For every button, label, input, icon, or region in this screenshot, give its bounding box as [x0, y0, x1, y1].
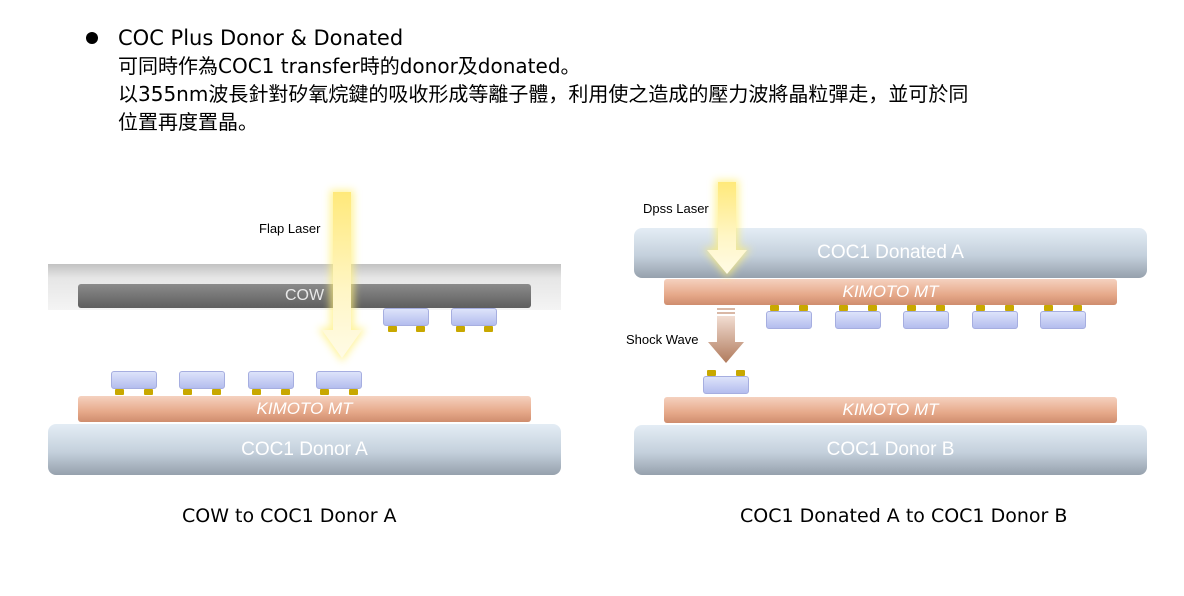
slide-title: COC Plus Donor & Donated: [118, 26, 404, 50]
kimoto-label-right-bottom: KIMOTO MT: [842, 400, 939, 419]
shock-wave-label: Shock Wave: [626, 332, 699, 347]
hanging-chip-4-pad-left: [976, 305, 985, 311]
cow-chip-1-pad-right: [416, 326, 425, 332]
dpss-laser-arrow-icon: [703, 180, 751, 278]
shock-wave-arrow-icon: [708, 308, 744, 363]
transferred-chip-4-pad-left: [320, 389, 329, 395]
transferred-chip-2: [179, 371, 225, 389]
hanging-chip-1-pad-right: [799, 305, 808, 311]
hanging-chip-3-pad-right: [936, 305, 945, 311]
cow-chip-1-pad-left: [388, 326, 397, 332]
hanging-chip-5-pad-right: [1073, 305, 1082, 311]
coc1-donor-a: COC1 Donor A: [48, 424, 561, 475]
donor-b-label: COC1 Donor B: [826, 439, 955, 460]
ejected-chip-pad-right: [736, 370, 745, 376]
cow-chip-2-pad-left: [456, 326, 465, 332]
hanging-chip-3: [903, 311, 949, 329]
transferred-chip-4: [316, 371, 362, 389]
cow-chip-2: [451, 308, 497, 326]
flap-laser-label: Flap Laser: [259, 221, 321, 236]
bullet-icon: [86, 32, 98, 44]
transferred-chip-2-pad-right: [212, 389, 221, 395]
hanging-chip-1-pad-left: [770, 305, 779, 311]
cow-chip-1: [383, 308, 429, 326]
kimoto-mt-layer-right-top: KIMOTO MT: [664, 279, 1117, 305]
hanging-chip-4-pad-right: [1005, 305, 1014, 311]
hanging-chip-5: [1040, 311, 1086, 329]
description-line-3: 位置再度置晶。: [118, 110, 258, 134]
kimoto-label-left: KIMOTO MT: [256, 399, 353, 418]
description-line-1: 可同時作為COC1 transfer時的donor及donated。: [118, 54, 581, 78]
transferred-chip-1: [111, 371, 157, 389]
transferred-chip-3: [248, 371, 294, 389]
donor-a-label: COC1 Donor A: [241, 438, 368, 460]
transferred-chip-1-pad-left: [115, 389, 124, 395]
cow-wafer: COW: [78, 284, 531, 308]
hanging-chip-1: [766, 311, 812, 329]
donated-a-label: COC1 Donated A: [817, 242, 964, 263]
hanging-chip-2: [835, 311, 881, 329]
transferred-chip-1-pad-right: [144, 389, 153, 395]
kimoto-mt-layer-right-bottom: KIMOTO MT: [664, 397, 1117, 423]
hanging-chip-2-pad-left: [839, 305, 848, 311]
kimoto-label-right-top: KIMOTO MT: [842, 282, 939, 301]
kimoto-mt-layer-left: KIMOTO MT: [78, 396, 531, 422]
right-caption: COC1 Donated A to COC1 Donor B: [740, 505, 1068, 527]
transferred-chip-3-pad-right: [281, 389, 290, 395]
cow-label: COW: [284, 287, 325, 304]
hanging-chip-3-pad-left: [907, 305, 916, 311]
transferred-chip-2-pad-left: [183, 389, 192, 395]
hanging-chip-5-pad-left: [1044, 305, 1053, 311]
flap-laser-arrow-icon: [318, 190, 366, 362]
cow-chip-2-pad-right: [484, 326, 493, 332]
transferred-chip-4-pad-right: [349, 389, 358, 395]
hanging-chip-4: [972, 311, 1018, 329]
ejected-chip-pad-left: [707, 370, 716, 376]
hanging-chip-2-pad-right: [868, 305, 877, 311]
dpss-laser-label: Dpss Laser: [643, 201, 709, 216]
left-caption: COW to COC1 Donor A: [182, 505, 397, 527]
transferred-chip-3-pad-left: [252, 389, 261, 395]
coc1-donor-b: COC1 Donor B: [634, 425, 1147, 475]
description-line-2: 以355nm波長針對矽氧烷鍵的吸收形成等離子體，利用使之造成的壓力波將晶粒彈走，…: [118, 82, 969, 106]
ejected-chip: [703, 376, 749, 394]
